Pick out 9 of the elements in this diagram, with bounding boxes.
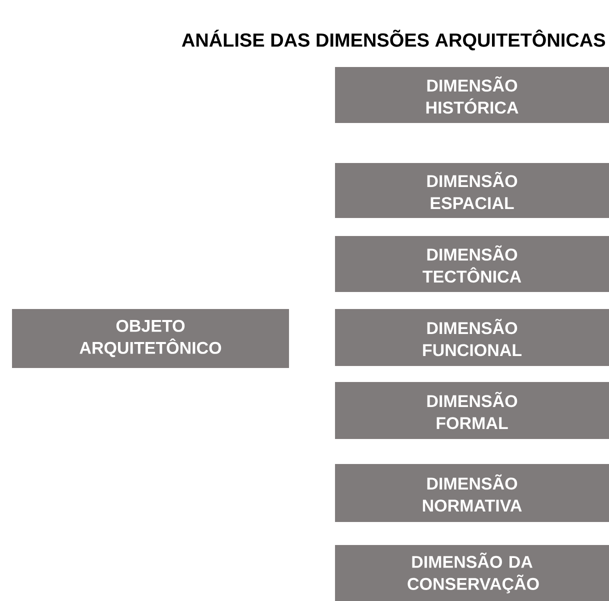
dimension-box: DIMENSÃO ESPACIAL [335, 163, 609, 218]
title: ANÁLISE DAS DIMENSÕES ARQUITETÔNICAS [182, 30, 606, 50]
dimension-box: OBJETO ARQUITETÔNICO [12, 309, 289, 368]
dimension-box: DIMENSÃO FORMAL [335, 382, 609, 439]
dimension-box: DIMENSÃO DA CONSERVAÇÃO [335, 545, 609, 601]
dimension-box: DIMENSÃO TECTÔNICA [335, 236, 609, 292]
dimension-box: DIMENSÃO HISTÓRICA [335, 67, 609, 123]
dimension-box: DIMENSÃO NORMATIVA [335, 464, 609, 522]
dimension-box: DIMENSÃO FUNCIONAL [335, 309, 609, 366]
